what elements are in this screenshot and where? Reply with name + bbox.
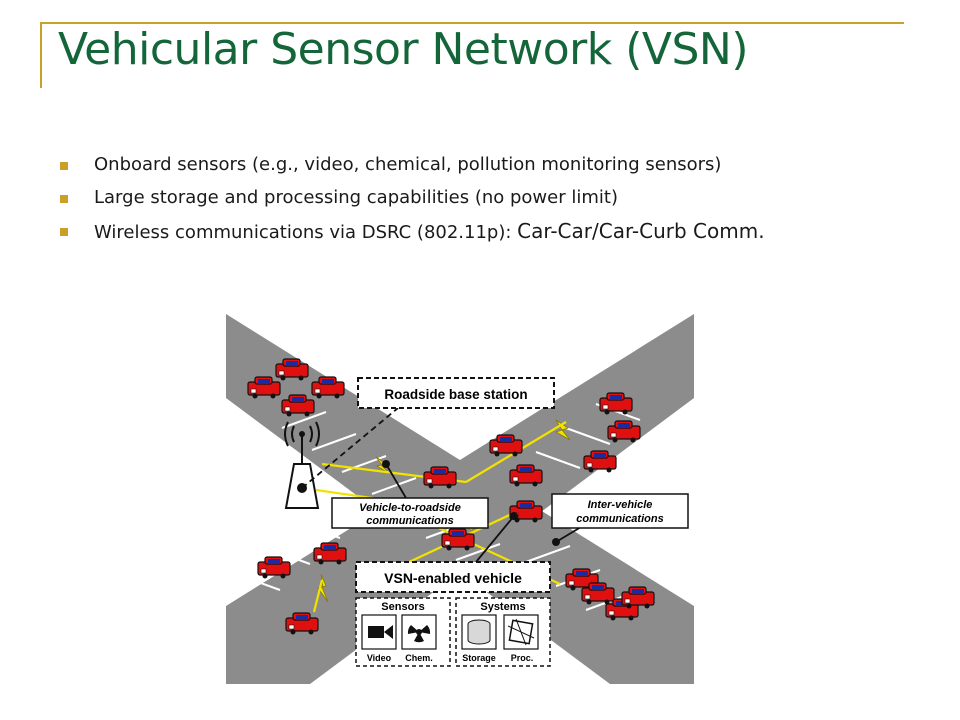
bullet-marker	[60, 162, 68, 170]
storage-label: Storage	[462, 653, 496, 663]
vsn-diagram-svg: Roadside base station Vehicle-to-roadsid…	[226, 314, 694, 684]
v2r-label-line1: Vehicle-to-roadside	[359, 502, 461, 514]
sensors-label: Sensors	[381, 601, 424, 613]
video-camera-icon	[361, 614, 397, 650]
inter-vehicle-label-line2: communications	[576, 513, 663, 525]
bullet-item: Large storage and processing capabilitie…	[60, 186, 900, 210]
title-frame-top	[40, 22, 904, 24]
leader-dots	[382, 460, 560, 546]
video-label: Video	[367, 653, 392, 663]
systems-panel: Systems Storage Proc.	[455, 597, 551, 667]
sensors-panel: Sensors Video Chem.	[355, 597, 451, 667]
inter-vehicle-box: Inter-vehicle communications	[551, 493, 689, 529]
title-frame-left	[40, 22, 42, 88]
vehicle-to-roadside-box: Vehicle-to-roadside communications	[331, 497, 489, 529]
chem-label: Chem.	[405, 653, 433, 663]
vsn-enabled-vehicle-label: VSN-enabled vehicle	[384, 570, 522, 586]
bullet-marker	[60, 228, 68, 236]
systems-label: Systems	[480, 601, 525, 613]
roadside-base-station-box: Roadside base station	[357, 377, 555, 409]
bullet-text: Onboard sensors (e.g., video, chemical, …	[94, 154, 722, 175]
roadside-base-station-label: Roadside base station	[384, 387, 527, 402]
proc-label: Proc.	[511, 653, 534, 663]
slide-title: Vehicular Sensor Network (VSN)	[58, 24, 749, 75]
bullet-text: Large storage and processing capabilitie…	[94, 187, 618, 208]
radiation-icon	[401, 614, 437, 650]
inter-vehicle-label-line1: Inter-vehicle	[588, 499, 653, 511]
bullet-text: Wireless communications via DSRC (802.11…	[94, 222, 518, 243]
bullet-list: Onboard sensors (e.g., video, chemical, …	[60, 153, 900, 254]
antenna-icon	[284, 421, 320, 509]
bullet-item: Onboard sensors (e.g., video, chemical, …	[60, 153, 900, 177]
v2r-label-line2: communications	[366, 515, 453, 527]
processor-chip-icon	[503, 614, 539, 650]
bullet-text-emphasis: Car-Car/Car-Curb Comm.	[517, 219, 765, 243]
vsn-enabled-vehicle-box: VSN-enabled vehicle	[355, 561, 551, 593]
storage-disk-icon	[461, 614, 497, 650]
vsn-diagram: Roadside base station Vehicle-to-roadsid…	[226, 312, 694, 684]
bullet-item: Wireless communications via DSRC (802.11…	[60, 219, 900, 245]
bullet-marker	[60, 195, 68, 203]
